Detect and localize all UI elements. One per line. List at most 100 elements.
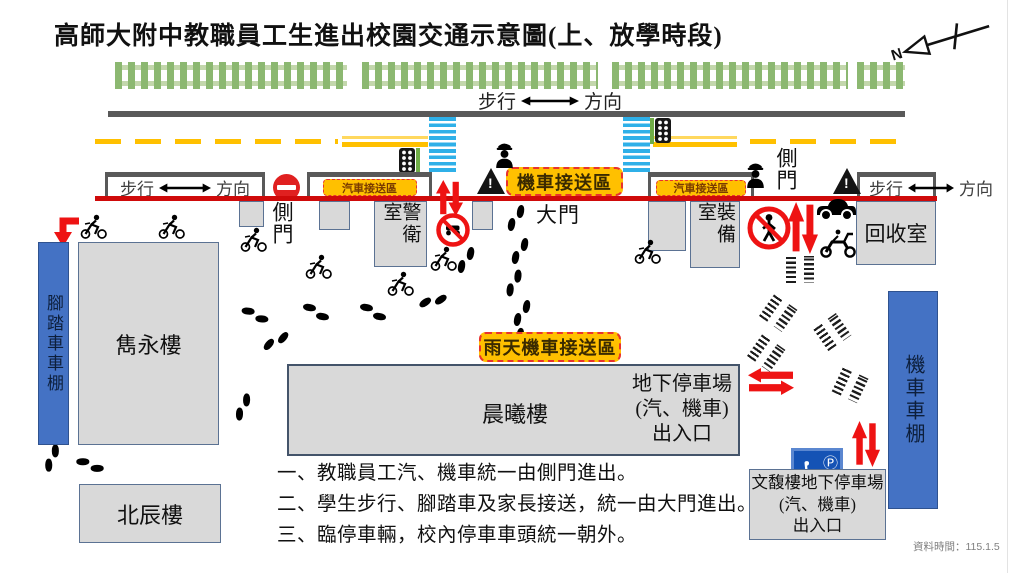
- moto-shed-label: 機車車棚: [902, 354, 924, 446]
- car-icon: [814, 196, 858, 222]
- footprints-icon: [512, 238, 528, 264]
- recycle-room: 回收室: [856, 201, 936, 265]
- cyclist-icon: [78, 214, 108, 239]
- double-arrow-icon: [521, 95, 580, 107]
- lane-line: [653, 142, 737, 147]
- parking-line: (汽、機車): [779, 494, 856, 514]
- cyclist-icon: [156, 214, 186, 239]
- footprints-icon: [360, 304, 386, 320]
- crosswalk: [623, 117, 650, 173]
- warning-icon: !: [833, 168, 861, 194]
- side-gate-label-left: 側門: [270, 201, 294, 245]
- sidewalk-left-center: 汽車接送區: [307, 172, 432, 198]
- footprints-icon: [241, 306, 268, 324]
- car-pickup-zone-left: 汽車接送區: [322, 179, 417, 196]
- gate-pillar: [319, 201, 350, 230]
- guard-room: 警衛室: [374, 201, 427, 267]
- parking-p-icon: Ⓟ: [822, 454, 838, 472]
- tire-track-icon: [758, 293, 799, 333]
- footprints-icon: [303, 304, 329, 320]
- equipment-room-label: 裝備室: [695, 202, 735, 246]
- cyclist-icon: [428, 246, 458, 271]
- equipment-room: 裝備室: [690, 201, 740, 268]
- wenfu-parking-label: 文馥樓地下停車場 (汽、機車) 出入口: [752, 472, 884, 536]
- two-way-arrow-icon: [436, 180, 463, 216]
- police-officer-icon: [494, 141, 515, 168]
- footprints-icon: [508, 205, 524, 231]
- footprints-icon: [263, 326, 290, 357]
- double-arrow-icon: [908, 182, 954, 194]
- two-way-arrow-icon: [788, 202, 818, 254]
- gate-pillar: [648, 201, 686, 251]
- footprints-icon: [42, 444, 62, 472]
- footprints-icon: [458, 247, 474, 273]
- police-officer-icon: [745, 161, 766, 188]
- building-label: 雋永樓: [115, 332, 182, 358]
- traffic-light-icon: [655, 118, 671, 143]
- two-way-horizontal-arrow-icon: [748, 368, 794, 395]
- two-way-arrow-icon: [852, 421, 880, 467]
- footprints-icon: [233, 393, 252, 421]
- walk-direction-top: 步行 方向: [478, 87, 622, 114]
- hedge-strip: [612, 62, 848, 89]
- recycle-room-label: 回收室: [864, 222, 928, 246]
- road-edge-line: [108, 111, 905, 117]
- walk-direction-left: 步行 方向: [120, 175, 250, 200]
- data-date-label: 資料時間：115.1.5: [913, 541, 1000, 553]
- traffic-light-icon: [399, 148, 415, 173]
- parking-line: 出入口: [792, 516, 843, 536]
- bike-shed-label: 腳踏車車棚: [44, 293, 63, 394]
- wenfu-parking-box: 文馥樓地下停車場 (汽、機車) 出入口: [749, 469, 886, 540]
- moto-pickup-zone: 機車接送區: [506, 167, 623, 196]
- gate-pillar: [472, 201, 493, 230]
- parking-line: (汽、機車): [635, 398, 729, 420]
- parking-line: 出入口: [652, 423, 712, 445]
- guard-room-label: 警衛室: [380, 202, 421, 246]
- building-juanyong: 雋永樓: [78, 242, 219, 445]
- rule-note-1: 一、教職員工汽、機車統一由側門進出。: [277, 463, 638, 484]
- building-label: 北辰樓: [116, 502, 183, 528]
- lane-line: [342, 136, 428, 139]
- no-pedestrian-sign-icon: [747, 206, 791, 250]
- campus-boundary-line: [95, 196, 937, 201]
- parking-line: 文馥樓地下停車場: [751, 473, 884, 493]
- tire-track-icon: [831, 366, 871, 404]
- building-chenxi: 晨曦樓 地下停車場 (汽、機車) 出入口: [287, 364, 740, 456]
- lane-line-dashed: [750, 139, 905, 144]
- car-pickup-zone-right: 汽車接送區: [656, 179, 746, 196]
- double-arrow-icon: [159, 182, 211, 194]
- crosswalk: [429, 117, 456, 173]
- walk-label: 方向: [584, 92, 623, 113]
- building-beichen: 北辰樓: [79, 484, 221, 543]
- sidewalk-left: 步行 方向: [105, 172, 265, 200]
- walk-label: 方向: [959, 180, 993, 199]
- cyclist-icon: [303, 254, 333, 279]
- moto-shed: 機車車棚: [888, 291, 938, 509]
- lane-line-dashed: [95, 139, 338, 144]
- walk-direction-right: 步行 方向: [869, 175, 993, 200]
- walk-label: 步行: [478, 92, 517, 113]
- walk-label: 步行: [120, 180, 154, 199]
- lane-line: [653, 136, 737, 139]
- parking-line: 地下停車場: [632, 373, 732, 395]
- cyclist-icon: [385, 271, 415, 296]
- rule-note-2: 二、學生步行、腳踏車及家長接送，統一由大門進出。: [277, 494, 758, 516]
- side-gate-label-right: 側門: [774, 147, 798, 191]
- rule-notes: 一、教職員工汽、機車統一由側門進出。 二、學生步行、腳踏車及家長接送，統一由大門…: [277, 458, 757, 552]
- warning-icon: !: [477, 168, 505, 194]
- tire-track-icon: [786, 256, 816, 283]
- sidewalk-right: 步行 方向: [857, 172, 993, 199]
- compass-north-icon: N: [888, 6, 998, 66]
- no-scooter-sign-icon: [436, 213, 470, 247]
- footprints-icon: [418, 286, 448, 316]
- footprints-icon: [76, 455, 104, 475]
- scooter-icon: [818, 228, 858, 258]
- sidewalk-right-center: 汽車接送區: [648, 172, 754, 198]
- gate-pillar: [239, 201, 264, 227]
- turn-down-arrow-icon: [50, 216, 80, 248]
- cyclist-icon: [238, 227, 268, 252]
- page-title: 高師大附中教職員工生進出校園交通示意圖(上、放學時段): [54, 23, 723, 50]
- building-label: 晨曦樓: [482, 402, 549, 427]
- walk-label: 方向: [216, 180, 250, 199]
